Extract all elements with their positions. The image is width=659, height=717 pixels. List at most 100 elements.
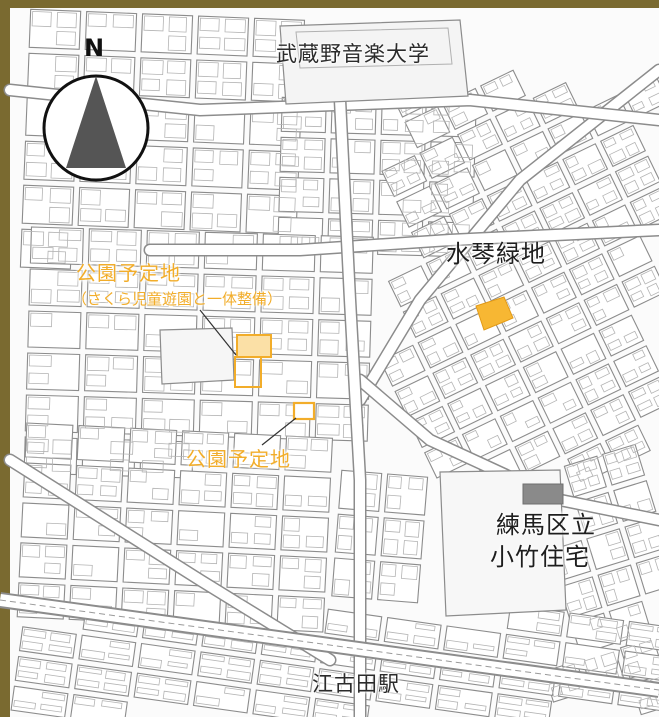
building — [533, 639, 556, 650]
building — [419, 390, 437, 406]
building — [256, 476, 277, 490]
building — [316, 423, 340, 436]
city-block — [502, 633, 561, 667]
city-block — [135, 145, 188, 187]
building — [30, 312, 53, 328]
building — [286, 454, 307, 469]
building — [654, 557, 659, 571]
building — [103, 682, 128, 694]
building — [622, 368, 639, 383]
building — [26, 438, 49, 453]
building — [168, 649, 193, 659]
building — [141, 78, 161, 92]
building — [318, 682, 343, 694]
building — [623, 664, 647, 677]
building — [116, 231, 137, 246]
building — [605, 530, 622, 547]
building — [114, 291, 136, 304]
building — [648, 92, 659, 106]
building — [639, 171, 656, 186]
building — [32, 246, 54, 260]
building — [436, 178, 454, 194]
building — [197, 80, 217, 95]
building — [56, 11, 78, 29]
building — [597, 618, 619, 630]
building — [354, 118, 374, 131]
building — [396, 289, 412, 304]
building — [519, 117, 534, 130]
building — [287, 437, 308, 451]
building — [24, 186, 44, 201]
building — [201, 401, 223, 417]
building — [284, 494, 303, 507]
building — [604, 452, 618, 465]
building — [137, 166, 158, 181]
building — [602, 189, 618, 205]
building — [41, 691, 66, 702]
building — [587, 256, 604, 271]
building — [499, 73, 513, 87]
building — [226, 611, 246, 625]
city-block — [394, 375, 441, 418]
building — [255, 19, 277, 37]
city-block — [433, 167, 481, 210]
building — [533, 434, 548, 448]
city-block — [282, 475, 332, 513]
building — [85, 416, 106, 429]
building — [549, 177, 565, 191]
road — [355, 375, 659, 525]
building — [147, 274, 168, 286]
building — [221, 81, 243, 97]
building — [379, 582, 396, 596]
building — [631, 539, 648, 555]
building — [595, 630, 617, 642]
building — [51, 457, 72, 473]
city-block — [87, 228, 142, 267]
building — [166, 60, 186, 75]
building — [74, 696, 96, 707]
building — [259, 403, 280, 417]
city-block — [138, 57, 192, 99]
building — [502, 412, 517, 427]
building — [570, 614, 592, 626]
building — [379, 221, 396, 236]
city-block — [586, 528, 630, 571]
building — [472, 404, 487, 419]
building — [228, 657, 252, 668]
city-block — [194, 59, 248, 101]
building — [55, 30, 76, 46]
building — [412, 635, 436, 647]
city-block — [383, 616, 442, 650]
building — [609, 546, 626, 560]
building — [426, 351, 441, 366]
building — [201, 653, 225, 663]
building — [577, 428, 594, 443]
building — [607, 435, 625, 451]
city-block — [197, 651, 256, 684]
building — [453, 161, 472, 173]
building — [562, 398, 577, 411]
city-block — [434, 684, 493, 717]
planned-park-2-label: 公園予定地 — [186, 447, 291, 471]
city-block — [317, 319, 372, 358]
building — [625, 461, 641, 475]
building — [430, 200, 450, 214]
city-block — [196, 15, 250, 57]
building — [390, 276, 407, 290]
building — [151, 487, 169, 501]
city-block — [484, 369, 531, 412]
building — [386, 631, 409, 642]
city-block — [70, 693, 128, 717]
building — [281, 178, 297, 193]
building — [608, 148, 627, 165]
building — [303, 179, 319, 191]
building — [199, 665, 222, 676]
city-block — [601, 443, 646, 486]
city-block — [537, 381, 584, 424]
building — [285, 677, 309, 688]
building — [160, 211, 183, 228]
building — [586, 295, 601, 308]
city-block — [84, 11, 138, 53]
building — [609, 467, 623, 480]
building — [17, 670, 39, 680]
